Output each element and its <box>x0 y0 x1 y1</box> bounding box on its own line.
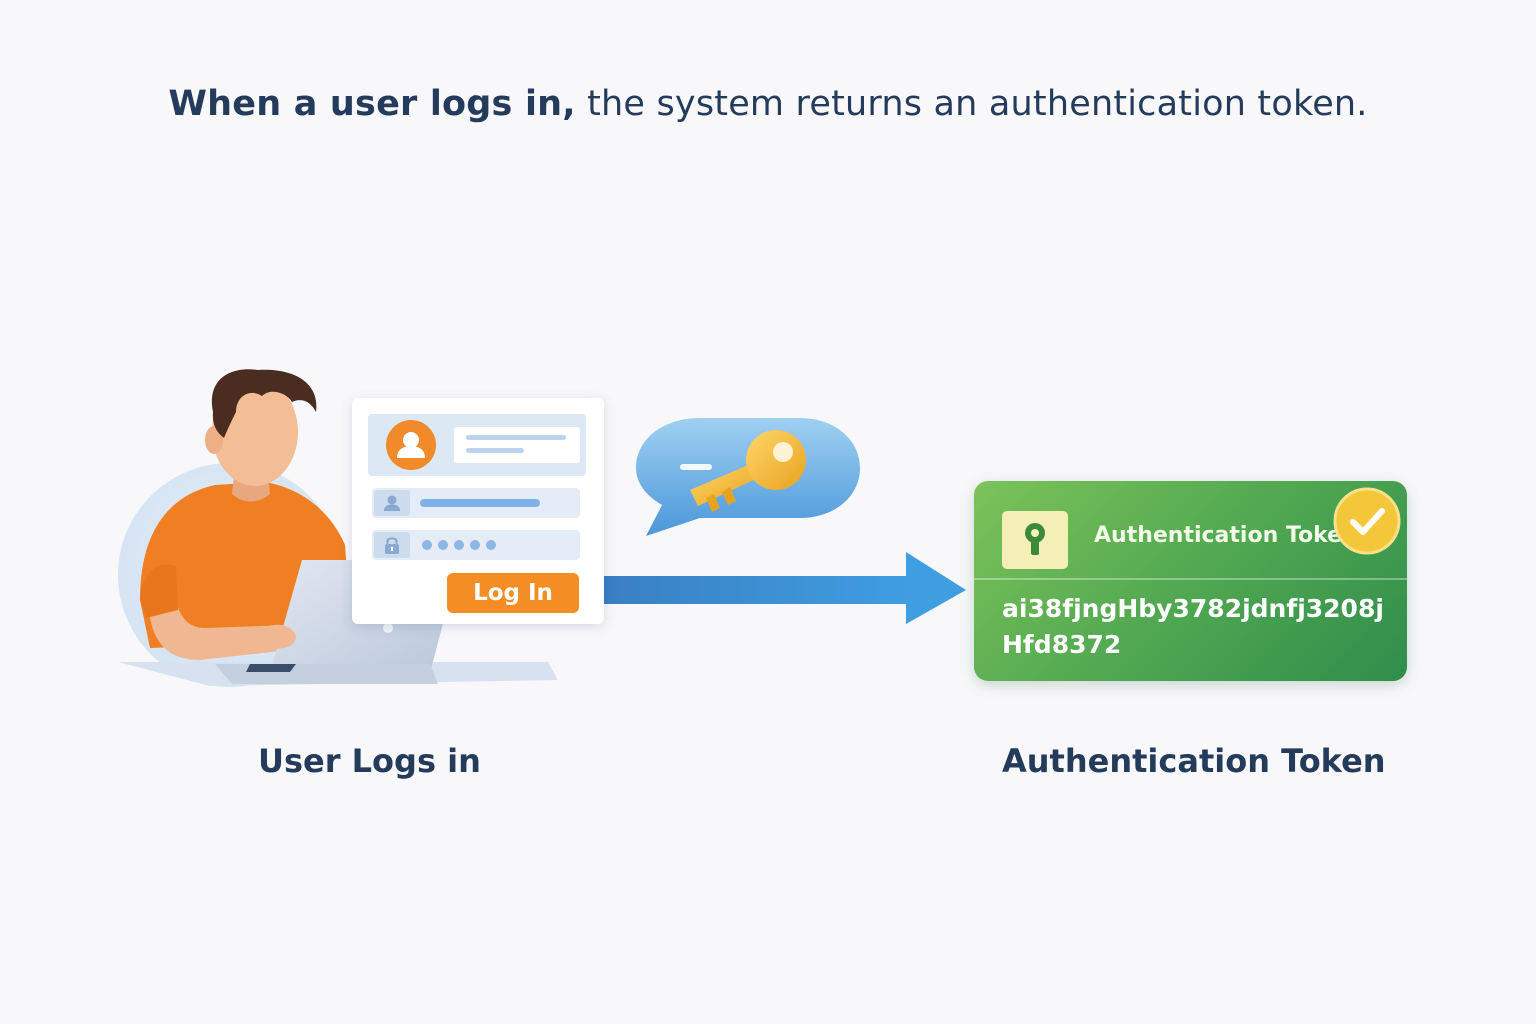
password-dot <box>470 540 480 550</box>
password-dot <box>454 540 464 550</box>
field-icon-box <box>374 532 410 558</box>
hand <box>262 624 296 649</box>
header-placeholder-box <box>454 427 580 463</box>
password-dots <box>422 540 496 550</box>
arrow-right-icon <box>604 552 966 624</box>
key-bubble <box>636 418 860 536</box>
caption-authentication-token: Authentication Token <box>1002 742 1386 780</box>
key-icon <box>690 430 806 512</box>
avatar <box>386 420 436 470</box>
login-form-card: Log In <box>352 398 604 624</box>
lock-icon <box>385 537 399 554</box>
keyhole-icon <box>1025 523 1045 555</box>
keyhole-tile <box>1002 511 1068 569</box>
login-card-header <box>368 414 586 476</box>
placeholder-line <box>466 448 524 453</box>
token-card-divider <box>974 578 1407 580</box>
user-icon <box>384 495 400 511</box>
headline-bold: When a user logs in, <box>168 84 576 124</box>
username-value-bar <box>420 499 540 507</box>
check-badge-icon <box>1333 487 1401 555</box>
password-dot <box>486 540 496 550</box>
password-dot <box>422 540 432 550</box>
headline: When a user logs in, the system returns … <box>0 84 1536 124</box>
token-value: ai38fjngHby3782jdnfj3208jHfd8372 <box>1002 594 1384 659</box>
password-dot <box>438 540 448 550</box>
headline-rest: the system returns an authentication tok… <box>575 84 1368 124</box>
token-card-title: Authentication Token <box>1094 523 1344 548</box>
user-icon <box>397 432 425 458</box>
placeholder-line <box>466 435 566 440</box>
username-field[interactable] <box>372 488 580 518</box>
login-button[interactable]: Log In <box>447 573 579 613</box>
password-field[interactable] <box>372 530 580 560</box>
caption-user-logs-in: User Logs in <box>258 742 481 780</box>
field-icon-box <box>374 490 410 516</box>
